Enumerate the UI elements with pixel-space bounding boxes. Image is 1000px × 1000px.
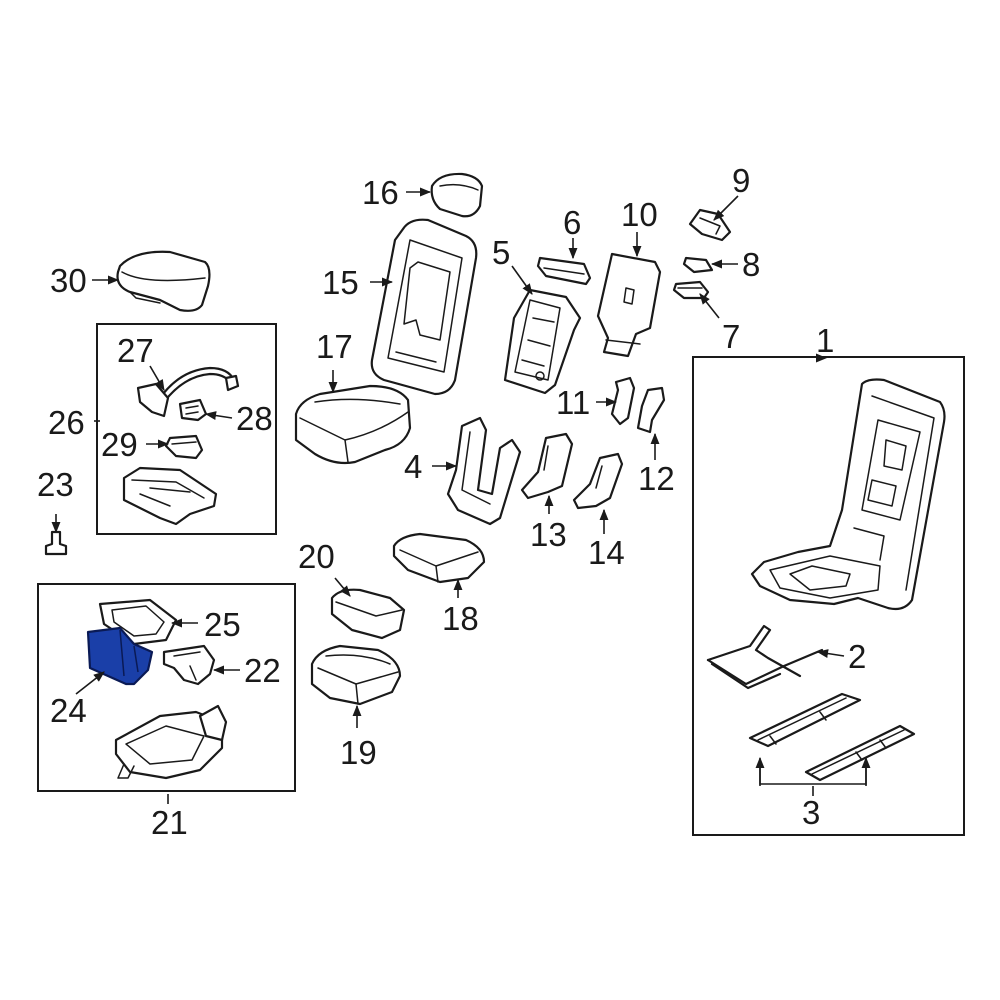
part-13-side-bolster[interactable] (520, 432, 574, 500)
group-box-21 (37, 583, 296, 792)
part-26-armrest-bin[interactable] (122, 466, 218, 526)
callout-3: 3 (802, 794, 820, 831)
part-9-clip[interactable] (688, 208, 732, 242)
callout-22: 22 (244, 652, 281, 689)
part-30-armrest-pad[interactable] (116, 250, 211, 312)
part-8-small-cap[interactable] (682, 256, 714, 274)
callout-6: 6 (563, 204, 581, 241)
callout-26: 26 (48, 404, 85, 441)
callout-19: 19 (340, 734, 377, 771)
callout-20: 20 (298, 538, 335, 575)
callout-8: 8 (742, 246, 760, 283)
part-23-bolt[interactable] (44, 530, 68, 556)
part-10-back-panel-cover[interactable] (596, 252, 662, 358)
part-19-seat-cushion-pad[interactable] (310, 644, 402, 706)
callout-14: 14 (588, 534, 625, 571)
callout-numbers: 1 2 3 4 5 6 7 8 9 10 11 12 13 14 15 16 1… (37, 162, 866, 841)
part-11-side-trim[interactable] (610, 376, 636, 426)
callout-11: 11 (556, 384, 590, 421)
group-box-26 (96, 323, 277, 535)
callout-18: 18 (442, 600, 479, 637)
group-box-1 (692, 356, 965, 836)
part-27-release-cable[interactable] (136, 366, 240, 418)
callout-1: 1 (816, 322, 834, 359)
callout-13: 13 (530, 516, 567, 553)
callout-23: 23 (37, 466, 74, 503)
part-12-side-trim[interactable] (636, 386, 666, 434)
part-4-side-frame[interactable] (446, 416, 522, 526)
callout-28: 28 (236, 400, 273, 437)
callout-30: 30 (50, 262, 87, 299)
part-5-back-frame-panel[interactable] (503, 288, 582, 395)
part-29-pocket[interactable] (164, 434, 204, 460)
part-20-cushion-insert[interactable] (330, 588, 406, 640)
callout-17: 17 (316, 328, 353, 365)
callout-10: 10 (621, 196, 658, 233)
callout-27: 27 (117, 332, 154, 369)
callout-29: 29 (101, 426, 138, 463)
part-16-headrest[interactable] (430, 172, 484, 218)
part-3-seat-tracks[interactable] (748, 692, 916, 782)
callout-2: 2 (848, 638, 866, 675)
part-17-seat-cushion[interactable] (294, 384, 412, 465)
callout-25: 25 (204, 606, 241, 643)
part-7-small-pad[interactable] (672, 280, 710, 300)
part-14-side-bolster[interactable] (572, 452, 624, 510)
part-6-trim-strip[interactable] (536, 256, 592, 286)
leader-lines (51, 187, 871, 804)
part-28-latch-cover[interactable] (178, 398, 208, 422)
callout-7: 7 (722, 318, 740, 355)
callout-24: 24 (50, 692, 87, 729)
part-21-armrest-base[interactable] (114, 704, 228, 780)
callout-12: 12 (638, 460, 675, 497)
callout-4: 4 (404, 448, 422, 485)
part-15-seat-back[interactable] (370, 218, 478, 396)
part-18-seat-cushion-lower[interactable] (392, 532, 486, 584)
part-22-bracket[interactable] (162, 644, 216, 686)
callout-15: 15 (322, 264, 359, 301)
part-2-wire-frame[interactable] (706, 624, 824, 690)
part-1-seat-frame[interactable] (750, 378, 946, 611)
callout-16: 16 (362, 174, 399, 211)
callout-21: 21 (151, 804, 188, 841)
callout-9: 9 (732, 162, 750, 199)
callout-5: 5 (492, 234, 510, 271)
